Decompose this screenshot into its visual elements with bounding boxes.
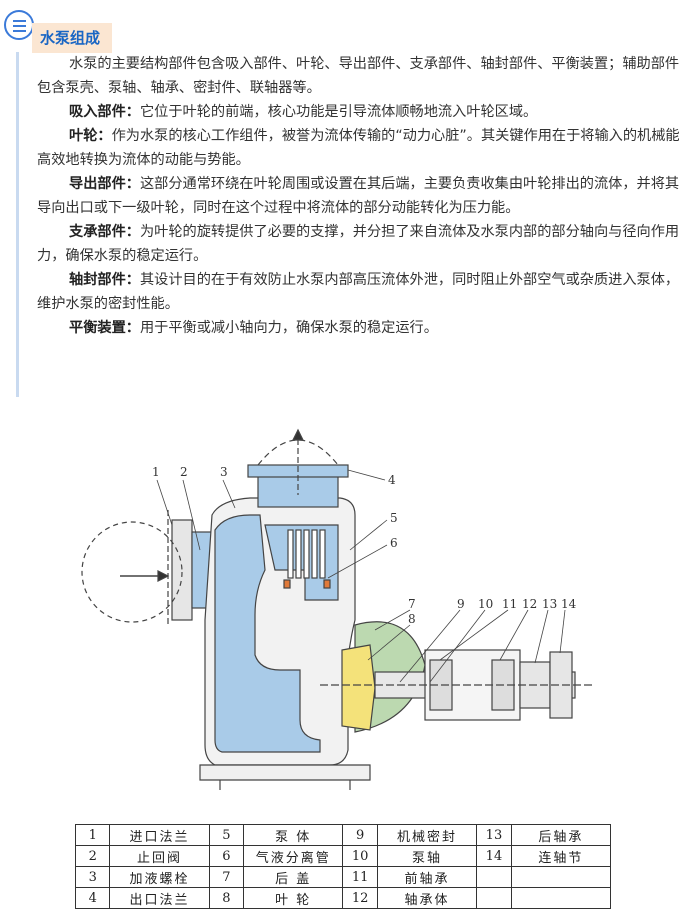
callout-8: 8 (408, 612, 416, 626)
callout-2: 2 (180, 465, 188, 479)
paragraph-support: 支承部件：为叶轮的旋转提供了必要的支撑，并分担了来自流体及水泵内部的部分轴向与径… (37, 224, 680, 264)
pump-diagram: 1 2 3 4 5 6 7 8 9 10 11 12 13 14 (81, 428, 595, 790)
callout-4: 4 (388, 473, 396, 487)
callout-9: 9 (457, 597, 465, 611)
callout-12: 12 (522, 597, 537, 611)
paragraph-seal: 轴封部件：其设计目的在于有效防止水泵内部高压流体外泄，同时阻止外部空气或杂质进入… (37, 272, 680, 312)
paragraph-impeller: 叶轮：作为水泵的核心工作组件，被誉为流体传输的“动力心脏”。其关键作用在于将输入… (37, 128, 680, 168)
callout-3: 3 (220, 465, 228, 479)
paragraph-intro: 水泵的主要结构部件包含吸入部件、叶轮、导出部件、支承部件、轴封部件、平衡装置；辅… (37, 56, 680, 96)
callout-1: 1 (152, 465, 160, 479)
callout-7: 7 (408, 597, 416, 611)
menu-icon[interactable] (4, 10, 34, 40)
callout-14: 14 (561, 597, 577, 611)
callout-6: 6 (390, 536, 398, 550)
section-title: 水泵组成 (32, 23, 113, 53)
article-body: 水泵的主要结构部件包含吸入部件、叶轮、导出部件、支承部件、轴封部件、平衡装置；辅… (16, 52, 680, 397)
paragraph-balance: 平衡装置：用于平衡或减小轴向力，确保水泵的稳定运行。 (69, 320, 438, 336)
paragraph-outlet: 导出部件：这部分通常环绕在叶轮周围或设置在其后端，主要负责收集由叶轮排出的流体，… (37, 176, 680, 216)
callout-13: 13 (542, 597, 557, 611)
paragraph-suction: 吸入部件：它位于叶轮的前端，核心功能是引导流体顺畅地流入叶轮区域。 (69, 104, 538, 120)
callout-10: 10 (478, 597, 493, 611)
callout-5: 5 (390, 511, 398, 525)
callout-11: 11 (502, 597, 517, 611)
section-header: 水泵组成 (4, 10, 681, 53)
